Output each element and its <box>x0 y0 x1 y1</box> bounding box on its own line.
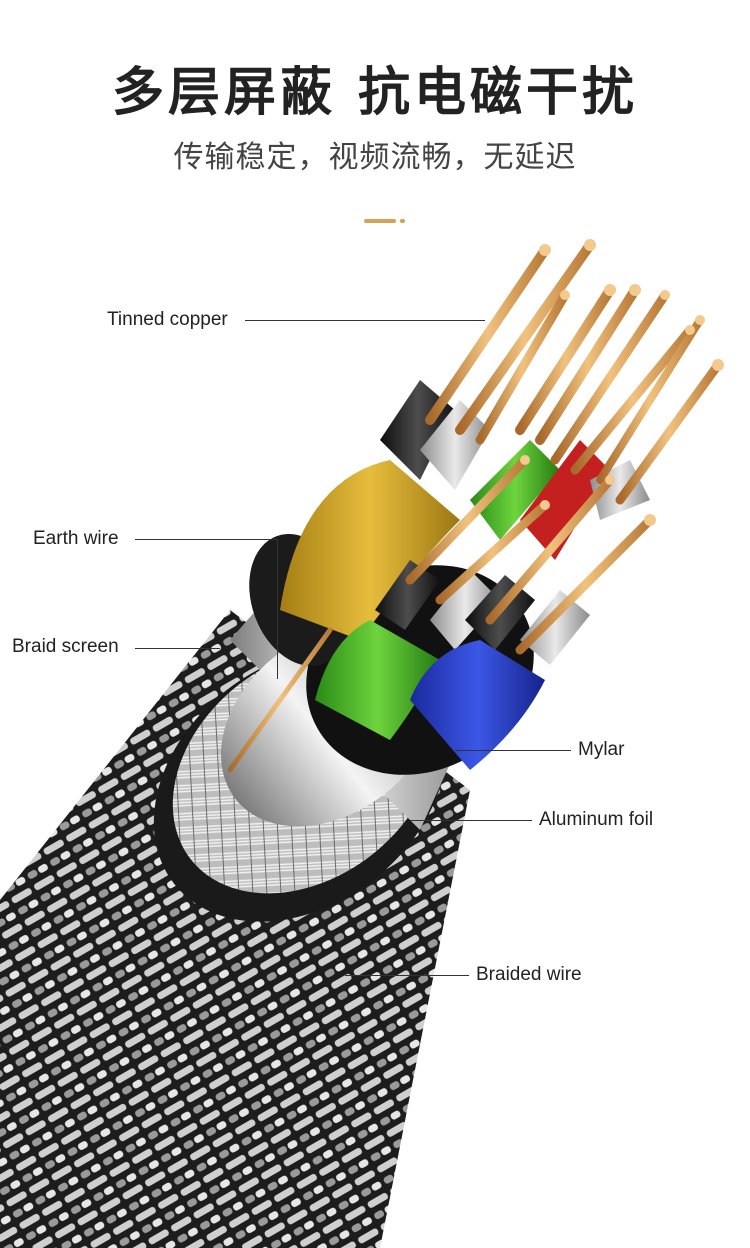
page-subtitle: 传输稳定，视频流畅，无延迟 <box>173 140 577 175</box>
leader-mylar <box>455 750 571 751</box>
accent-bar <box>364 219 396 223</box>
label-mylar: Mylar <box>578 739 625 760</box>
leader-braided-wire <box>345 975 469 976</box>
leader-earth-wire-drop <box>277 539 278 679</box>
label-braid-screen: Braid screen <box>12 636 119 657</box>
green-pair <box>315 440 560 740</box>
leader-braid-screen <box>135 648 220 649</box>
leader-aluminum-foil <box>410 820 532 821</box>
leader-earth-wire <box>135 539 277 540</box>
copper-strands <box>227 240 723 773</box>
accent-dot <box>400 219 405 223</box>
leader-tinned-copper <box>245 320 485 321</box>
label-braided-wire: Braided wire <box>476 964 582 985</box>
label-aluminum-foil: Aluminum foil <box>539 809 654 830</box>
copper-tips <box>520 239 724 526</box>
page-title: 多层屏蔽 抗电磁干扰 <box>111 63 639 123</box>
label-tinned-copper: Tinned copper <box>107 309 228 330</box>
label-earth-wire: Earth wire <box>33 528 119 549</box>
